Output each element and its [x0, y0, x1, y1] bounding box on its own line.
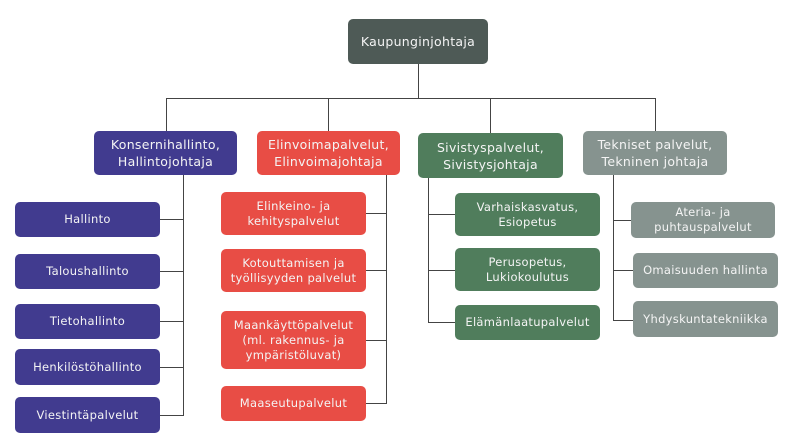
unit-node: Maaseutupalvelut: [221, 386, 366, 421]
connector: [386, 175, 388, 403]
connector: [613, 320, 633, 322]
connector: [160, 321, 184, 323]
connector: [328, 98, 330, 131]
connector: [428, 178, 430, 322]
unit-node: Perusopetus, Lukiokoulutus: [455, 248, 600, 291]
connector: [428, 322, 455, 324]
unit-node: Ateria- ja puhtauspalvelut: [631, 202, 775, 238]
connector: [613, 175, 615, 320]
branch-node-tekniset-palvelut: Tekniset palvelut, Tekninen johtaja: [583, 131, 727, 175]
connector: [366, 213, 387, 215]
unit-node: Maankäyttöpalvelut (ml. rakennus- ja ymp…: [221, 311, 366, 369]
unit-node: Varhaiskasvatus, Esiopetus: [455, 193, 600, 236]
unit-node: Henkilöstöhallinto: [15, 349, 160, 385]
unit-node: Omaisuuden hallinta: [633, 253, 778, 288]
connector: [428, 270, 455, 272]
connector: [613, 220, 631, 222]
unit-node: Yhdyskuntatekniikka: [633, 301, 778, 337]
branch-node-elinvoimapalvelut: Elinvoimapalvelut, Elinvoimajohtaja: [257, 131, 400, 175]
root-node: Kaupunginjohtaja: [348, 19, 488, 64]
branch-node-sivistyspalvelut: Sivistyspalvelut, Sivistysjohtaja: [418, 133, 563, 178]
connector: [613, 270, 633, 272]
unit-node: Elinkeino- ja kehityspalvelut: [221, 192, 366, 235]
connector: [160, 219, 184, 221]
connector: [490, 98, 492, 133]
connector: [428, 214, 455, 216]
unit-node: Viestintäpalvelut: [15, 397, 160, 433]
branch-node-konsernihallinto: Konsernihallinto, Hallintojohtaja: [94, 131, 237, 175]
connector: [366, 340, 387, 342]
unit-node: Tietohallinto: [15, 304, 160, 339]
connector: [418, 64, 420, 98]
connector: [160, 271, 184, 273]
connector: [166, 98, 656, 100]
connector: [366, 403, 387, 405]
connector: [166, 98, 168, 131]
connector: [183, 175, 185, 415]
unit-node: Hallinto: [15, 202, 160, 237]
connector: [366, 270, 387, 272]
connector: [655, 98, 657, 131]
unit-node: Taloushallinto: [15, 254, 160, 289]
unit-node: Elämänlaatupalvelut: [455, 305, 600, 340]
connector: [160, 415, 184, 417]
unit-node: Kotouttamisen ja työllisyyden palvelut: [221, 249, 366, 292]
connector: [160, 367, 184, 369]
